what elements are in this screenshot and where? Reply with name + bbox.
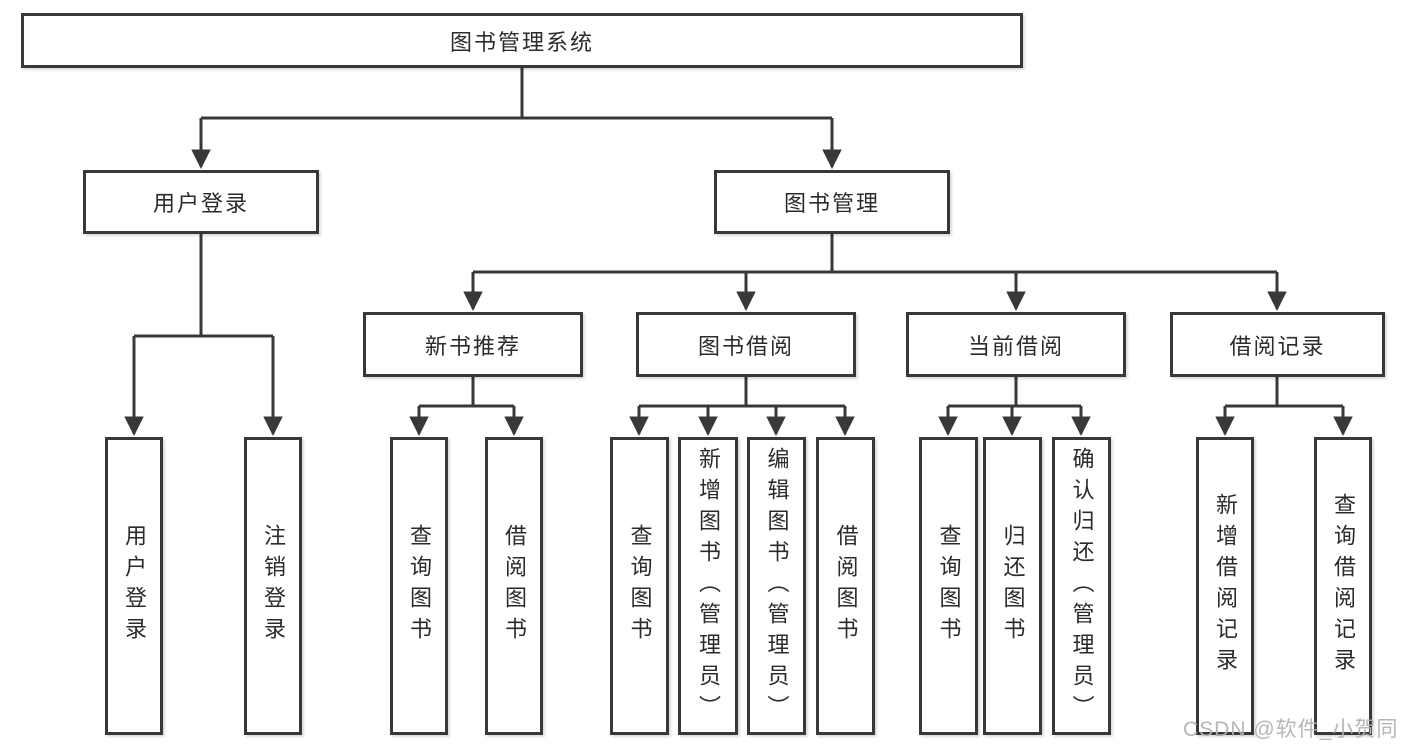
leaf-borrow-books-borrowing: 借阅图书 [816, 437, 875, 735]
leaf-query-borrow-record: 查询借阅记录 [1314, 437, 1372, 735]
leaf-return-books: 归还图书 [983, 437, 1042, 735]
leaf-logout: 注销登录 [244, 437, 302, 735]
node-user-login: 用户登录 [83, 170, 319, 234]
leaf-add-book-admin: 新增图书（管理员） [678, 437, 738, 735]
leaf-query-books-borrowing: 查询图书 [610, 437, 669, 735]
node-book-management: 图书管理 [714, 170, 950, 234]
node-new-book-recommendation: 新书推荐 [363, 312, 583, 377]
leaf-add-borrow-record: 新增借阅记录 [1196, 437, 1254, 735]
watermark-text: CSDN @软件_小贺同学 [1183, 718, 1399, 741]
node-book-borrowing: 图书借阅 [636, 312, 856, 377]
leaf-borrow-books-recommend: 借阅图书 [485, 437, 543, 735]
leaf-query-books-current: 查询图书 [919, 437, 978, 735]
leaf-confirm-return-admin: 确认归还（管理员） [1052, 437, 1111, 735]
leaf-query-books-recommend: 查询图书 [390, 437, 448, 735]
node-borrowing-records: 借阅记录 [1170, 312, 1385, 377]
leaf-user-login: 用户登录 [105, 437, 163, 735]
node-current-borrowing: 当前借阅 [906, 312, 1126, 377]
node-library-management-system: 图书管理系统 [21, 13, 1023, 68]
leaf-edit-book-admin: 编辑图书（管理员） [747, 437, 806, 735]
